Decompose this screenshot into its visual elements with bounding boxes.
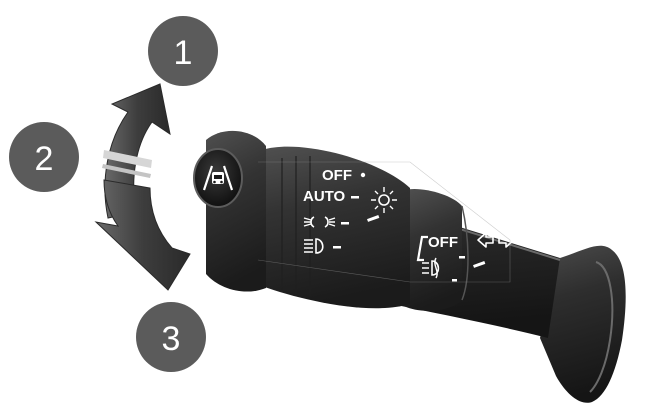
headlight-beam-icon (304, 238, 324, 254)
callout-3: 3 (136, 302, 206, 372)
fog-on-tick (452, 279, 457, 282)
reference-outline (257, 161, 511, 283)
fog-ring-rear-edge (461, 205, 469, 301)
rotation-arrow-down-icon (94, 179, 191, 291)
headlight-beam-tick (333, 246, 341, 249)
callout-1: 1 (148, 16, 218, 86)
fog-light-ring (404, 188, 462, 311)
auto-light-sensor-icon (371, 187, 397, 213)
front-fog-light-icon (422, 257, 440, 279)
headlight-indicator-mark (367, 215, 380, 222)
callout-1-label: 1 (174, 34, 193, 72)
lane-assist-icon (202, 165, 234, 191)
turn-signal-stalk: OFF AUTO OFF (193, 130, 626, 403)
rotation-arrow-divider (103, 150, 152, 168)
headlight-auto-tick (351, 196, 359, 199)
rotation-arrow-divider (102, 164, 151, 178)
fog-ring-bracket (416, 235, 428, 262)
fog-off-label: OFF (428, 234, 458, 251)
headlight-off-dot (360, 172, 366, 178)
callout-2-label: 2 (35, 140, 54, 178)
callout-2: 2 (9, 122, 79, 192)
parking-lights-tick (341, 222, 349, 225)
fog-off-tick (459, 256, 465, 259)
parking-lights-icon (303, 216, 336, 228)
rotation-arrow (94, 83, 191, 291)
headlight-auto-label: AUTO (303, 188, 346, 205)
callout-3-label: 3 (162, 320, 181, 358)
headlight-off-label: OFF (322, 167, 352, 184)
headlight-ring (262, 146, 410, 309)
turn-signal-arrows-icon (477, 232, 515, 248)
headlight-ring-ridges (281, 156, 311, 296)
stalk-base-highlight (589, 261, 614, 393)
turn-signal-indicator-mark (473, 261, 486, 268)
